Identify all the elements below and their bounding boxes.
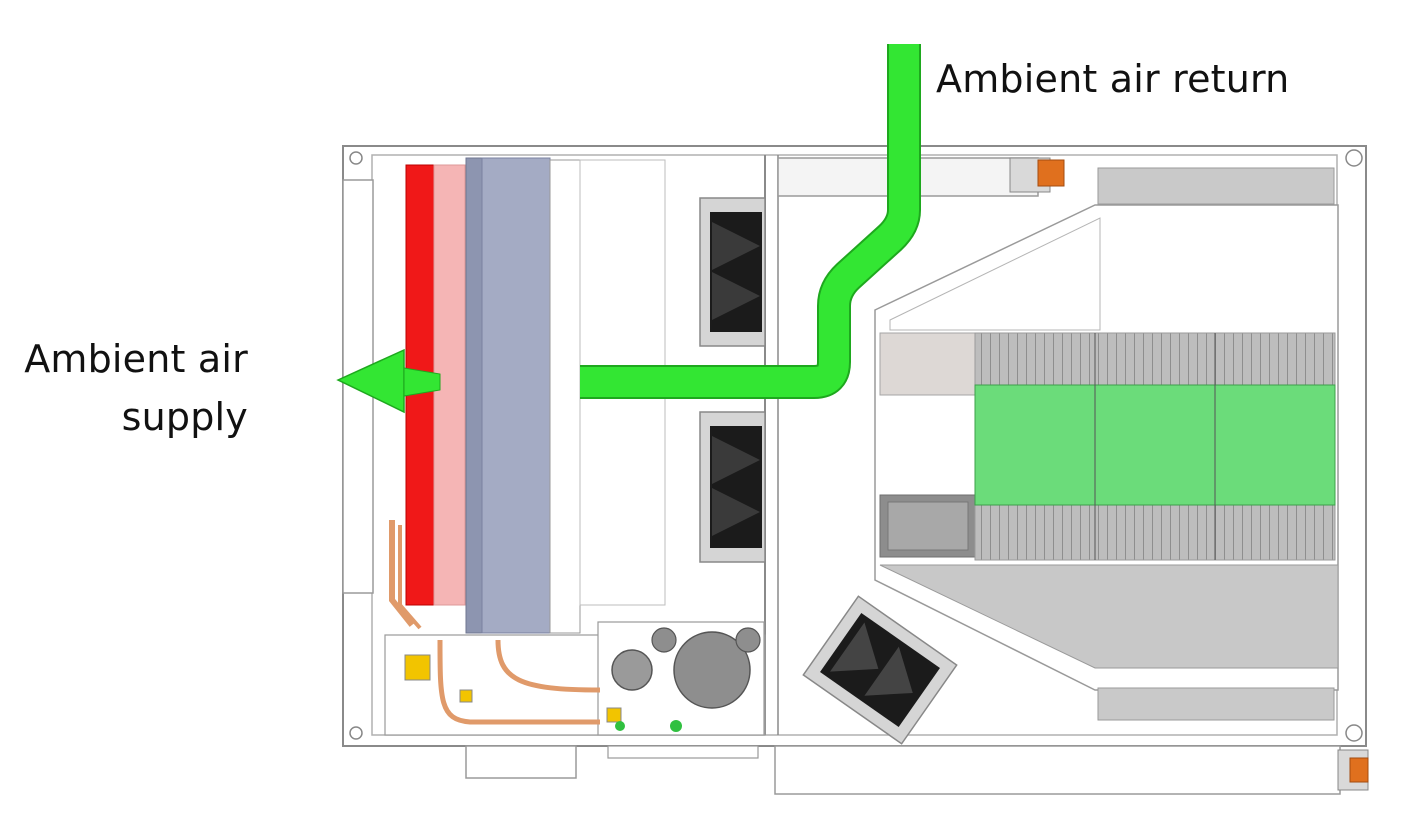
filter-panel (465, 157, 581, 634)
supply-fan-lower (699, 411, 766, 563)
exhaust-fan (802, 595, 958, 745)
airflow-path (580, 44, 921, 399)
compressor-section (384, 520, 766, 736)
ambient-air-return-label: Ambient air return (936, 57, 1290, 101)
supply-arrow-icon (336, 348, 441, 414)
ambient-air-supply-line2: supply (121, 395, 248, 439)
bottom-right-damper (1337, 749, 1369, 791)
supply-fan-upper (699, 197, 766, 347)
ambient-air-supply-line1: Ambient air (24, 337, 248, 381)
heat-exchanger-section (874, 167, 1339, 721)
ambient-air-supply-label: Ambient air supply (0, 330, 248, 446)
